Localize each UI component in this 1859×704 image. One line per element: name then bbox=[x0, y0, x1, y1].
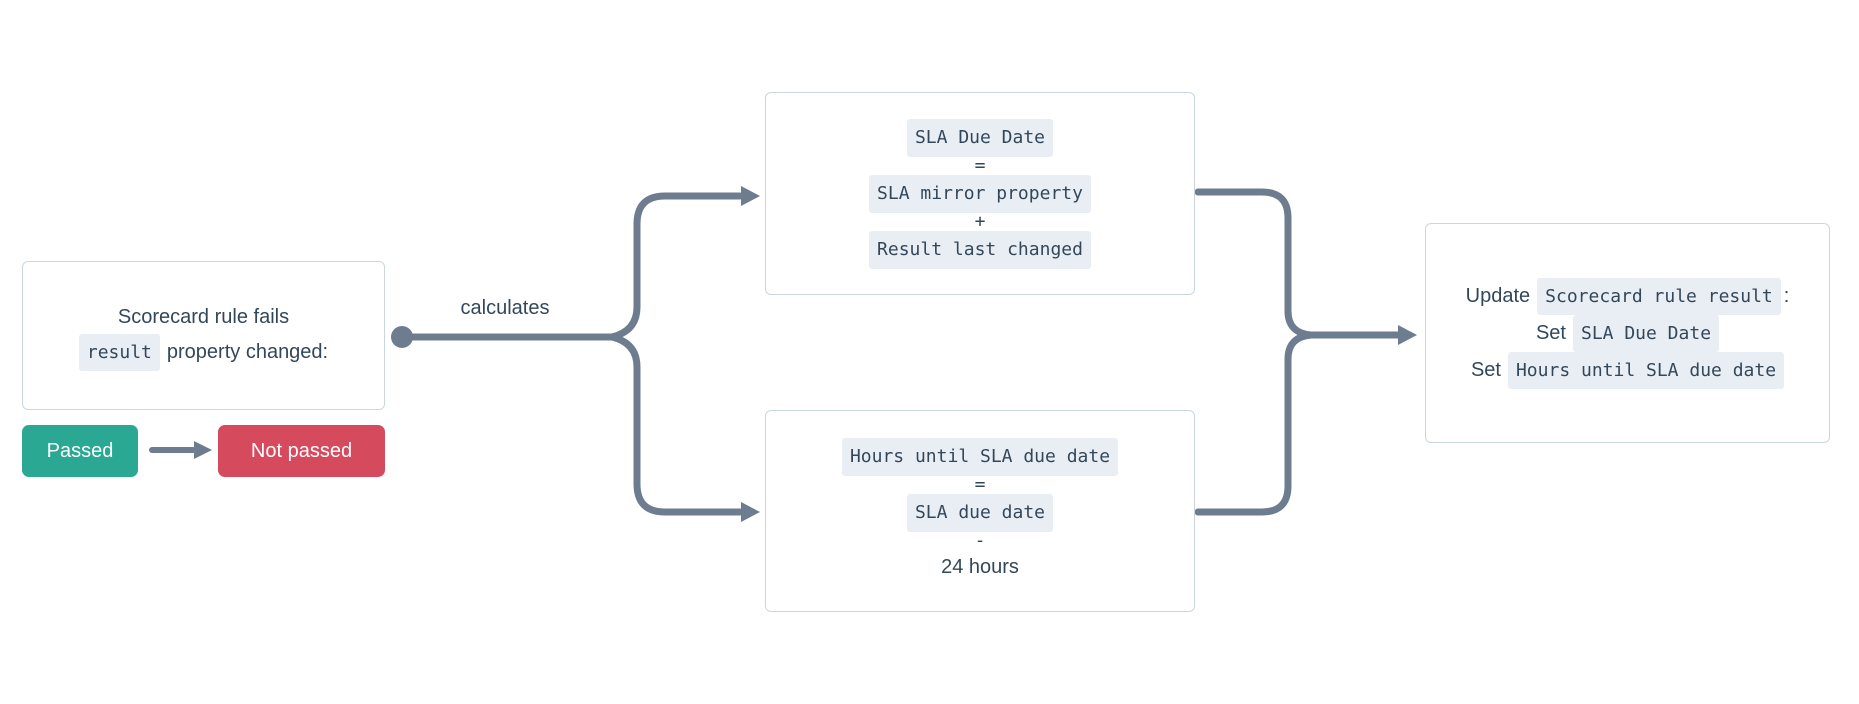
merge-bottom-line bbox=[1194, 331, 1315, 516]
chip-result-last-changed: Result last changed bbox=[869, 230, 1091, 269]
passed-label: Passed bbox=[46, 439, 114, 462]
edge-label-calculates: calculates bbox=[460, 297, 550, 319]
arrowhead-into-update-box bbox=[1398, 325, 1417, 345]
set-prefix-1: Set bbox=[1535, 321, 1566, 344]
chip-scorecard-rule-result: Scorecard rule result bbox=[1537, 277, 1781, 315]
trigger-line1: Scorecard rule fails bbox=[117, 305, 290, 328]
operator-equals: = bbox=[974, 474, 986, 495]
operator-plus: + bbox=[974, 210, 986, 232]
merge-top-line bbox=[1194, 188, 1315, 339]
update-prefix: Update bbox=[1465, 284, 1531, 307]
trigger-line2: property changed: bbox=[166, 340, 329, 363]
chip-sla-due-date: SLA Due Date bbox=[906, 118, 1054, 157]
calc-sla-due-date-box: SLA Due Date = SLA mirror property + Res… bbox=[765, 92, 1195, 295]
chip-hours-until-sla-due-date: Hours until SLA due date bbox=[841, 438, 1119, 476]
branch-down-line bbox=[608, 333, 744, 516]
operator-equals: = bbox=[974, 154, 986, 176]
not-passed-label: Not passed bbox=[250, 439, 353, 462]
arrowhead-into-top-box bbox=[741, 186, 760, 206]
chip-set-sla-due-date: SLA Due Date bbox=[1572, 314, 1720, 352]
operator-minus: - bbox=[974, 530, 986, 551]
passed-badge: Passed bbox=[22, 425, 138, 477]
chip-set-hours-until-sla-due-date: Hours until SLA due date bbox=[1507, 351, 1785, 389]
chip-result-property: result bbox=[78, 333, 160, 371]
chip-sla-due-date-lower: SLA due date bbox=[906, 494, 1054, 532]
operand-24-hours: 24 hours bbox=[941, 556, 1019, 578]
not-passed-badge: Not passed bbox=[218, 425, 385, 477]
arrowhead-not-passed bbox=[194, 441, 212, 459]
calc-hours-box: Hours until SLA due date = SLA due date … bbox=[765, 410, 1195, 612]
set-prefix-2: Set bbox=[1470, 358, 1501, 381]
branch-up-line bbox=[608, 192, 744, 341]
trigger-box: Scorecard rule fails result property cha… bbox=[22, 261, 385, 410]
chip-sla-mirror-property: SLA mirror property bbox=[869, 174, 1091, 213]
update-box: Update Scorecard rule result : Set SLA D… bbox=[1425, 223, 1830, 443]
update-suffix: : bbox=[1783, 284, 1790, 307]
arrowhead-into-bottom-box bbox=[741, 502, 760, 522]
